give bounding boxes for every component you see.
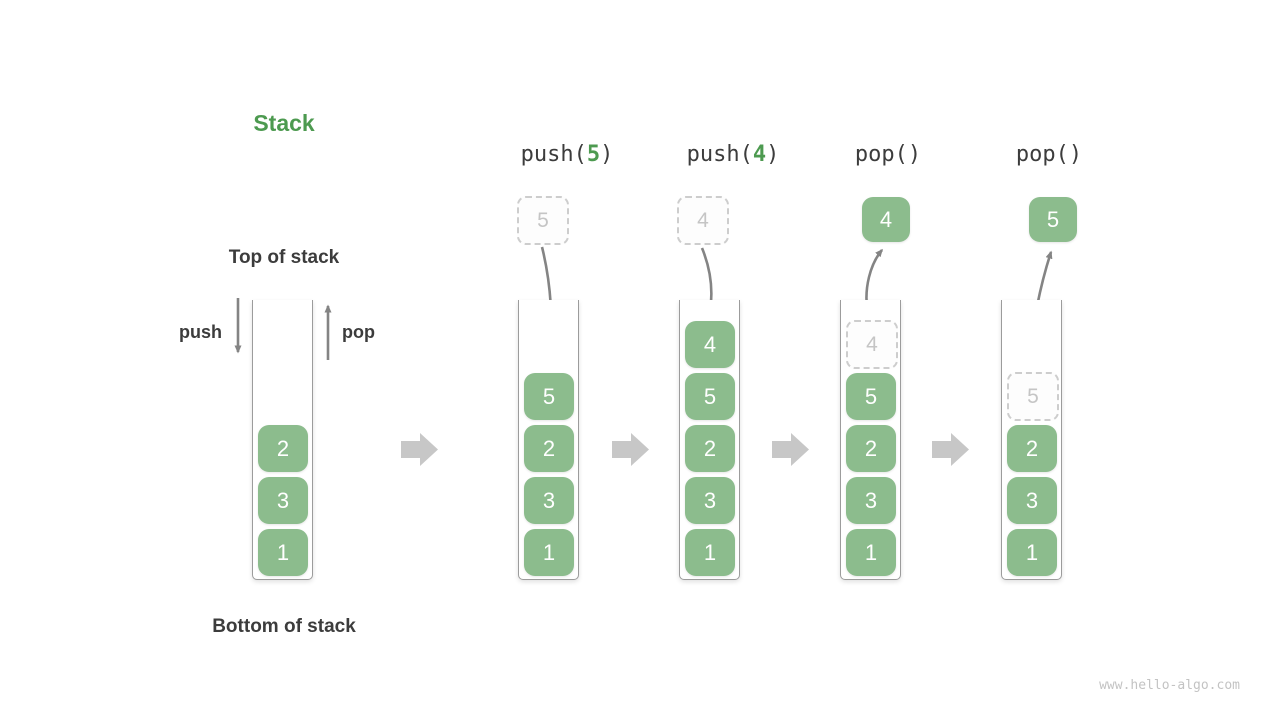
stack-cell: 2 xyxy=(1007,425,1057,472)
pop-label: pop xyxy=(342,322,375,342)
diagram-title: Stack xyxy=(253,110,315,136)
bottom-of-stack-label: Bottom of stack xyxy=(212,616,356,637)
stack-cell: 5 xyxy=(846,373,896,420)
stack-cell: 5 xyxy=(524,373,574,420)
step-arrow-icon xyxy=(401,433,438,466)
stack-cell: 3 xyxy=(524,477,574,524)
operation-text: ) xyxy=(600,142,614,167)
step-arrow-icon xyxy=(772,433,809,466)
operation-text: ) xyxy=(766,142,780,167)
floating-cell-dashed: 5 xyxy=(517,196,569,245)
operation-label-push-4: push(4) xyxy=(687,142,780,167)
operation-label-push-5: push(5) xyxy=(521,142,614,167)
operation-label-pop-first: pop() xyxy=(855,142,921,167)
stack-cell-dashed: 4 xyxy=(846,320,898,369)
stack-cell: 2 xyxy=(846,425,896,472)
operation-text: push( xyxy=(520,142,587,167)
step-arrow-icon xyxy=(932,433,969,466)
push-label: push xyxy=(179,322,222,342)
floating-cell-popped: 4 xyxy=(862,197,910,242)
stack-cell: 2 xyxy=(524,425,574,472)
stack-cell: 1 xyxy=(1007,529,1057,576)
operation-text: pop() xyxy=(854,142,922,167)
top-of-stack-label: Top of stack xyxy=(228,247,340,268)
stack-cell: 1 xyxy=(846,529,896,576)
stack-cell: 1 xyxy=(524,529,574,576)
operation-arg: 4 xyxy=(752,142,767,167)
floating-cell-dashed: 4 xyxy=(677,196,729,245)
stack-cell: 5 xyxy=(685,373,735,420)
operation-text: push( xyxy=(686,142,753,167)
stack-cell-dashed: 5 xyxy=(1007,372,1059,421)
stack-cell: 3 xyxy=(846,477,896,524)
stack-cell: 2 xyxy=(258,425,308,472)
stack-cell: 1 xyxy=(258,529,308,576)
operation-text: pop() xyxy=(1015,142,1083,167)
operation-arg: 5 xyxy=(586,142,601,167)
site-watermark: www.hello-algo.com xyxy=(1099,678,1240,693)
stack-cell: 3 xyxy=(1007,477,1057,524)
stack-cell: 2 xyxy=(685,425,735,472)
stack-cell: 4 xyxy=(685,321,735,368)
operation-label-pop-second: pop() xyxy=(1016,142,1082,167)
stack-cell: 1 xyxy=(685,529,735,576)
floating-cell-popped: 5 xyxy=(1029,197,1077,242)
step-arrow-icon xyxy=(612,433,649,466)
stack-cell: 3 xyxy=(685,477,735,524)
stack-cell: 3 xyxy=(258,477,308,524)
